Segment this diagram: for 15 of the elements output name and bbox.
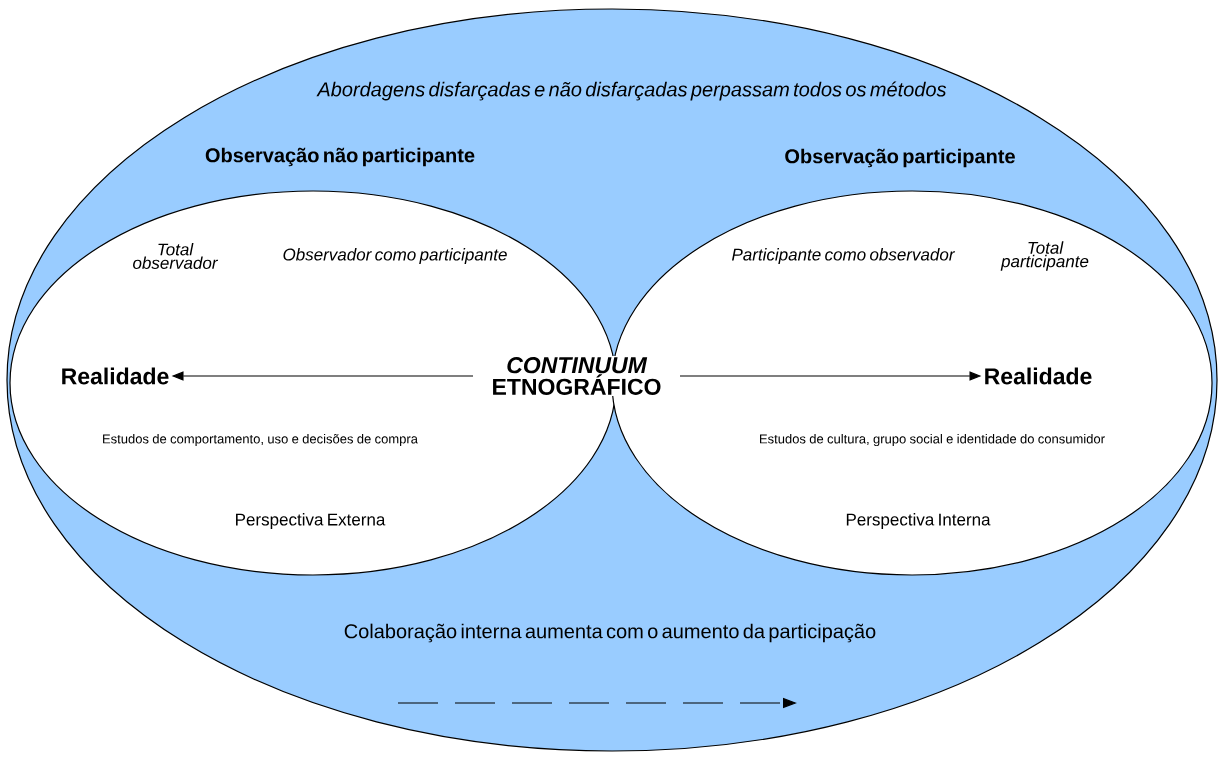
edge-label: CONTINUUM ETNOGRÁFICO xyxy=(473,356,680,396)
description-text: Estudos de cultura, grupo social e identidade do consumidor xyxy=(760,433,1105,447)
category-label: Observador como participante xyxy=(283,248,507,264)
note-text: Colaboração interna aumenta com o aumento da participação xyxy=(344,623,876,643)
category-label: Total observador xyxy=(133,243,219,269)
reality-label: Realidade xyxy=(985,367,1092,385)
description-text: Estudos de comportamento, uso e decisões de compra xyxy=(103,433,418,447)
note-text: Abordagens disfarçadas e não disfarçadas perpassam todos os métodos xyxy=(316,81,947,101)
perspective-label: Perspectiva Interna xyxy=(846,513,991,529)
perspective-label: Perspectiva Externa xyxy=(236,513,386,529)
category-label: Participante como observador xyxy=(732,248,956,264)
heading: Observação participante xyxy=(785,148,1015,168)
reality-label: Realidade xyxy=(62,367,169,385)
category-label: Total participante xyxy=(1000,241,1089,271)
heading: Observação não participante xyxy=(205,147,475,167)
